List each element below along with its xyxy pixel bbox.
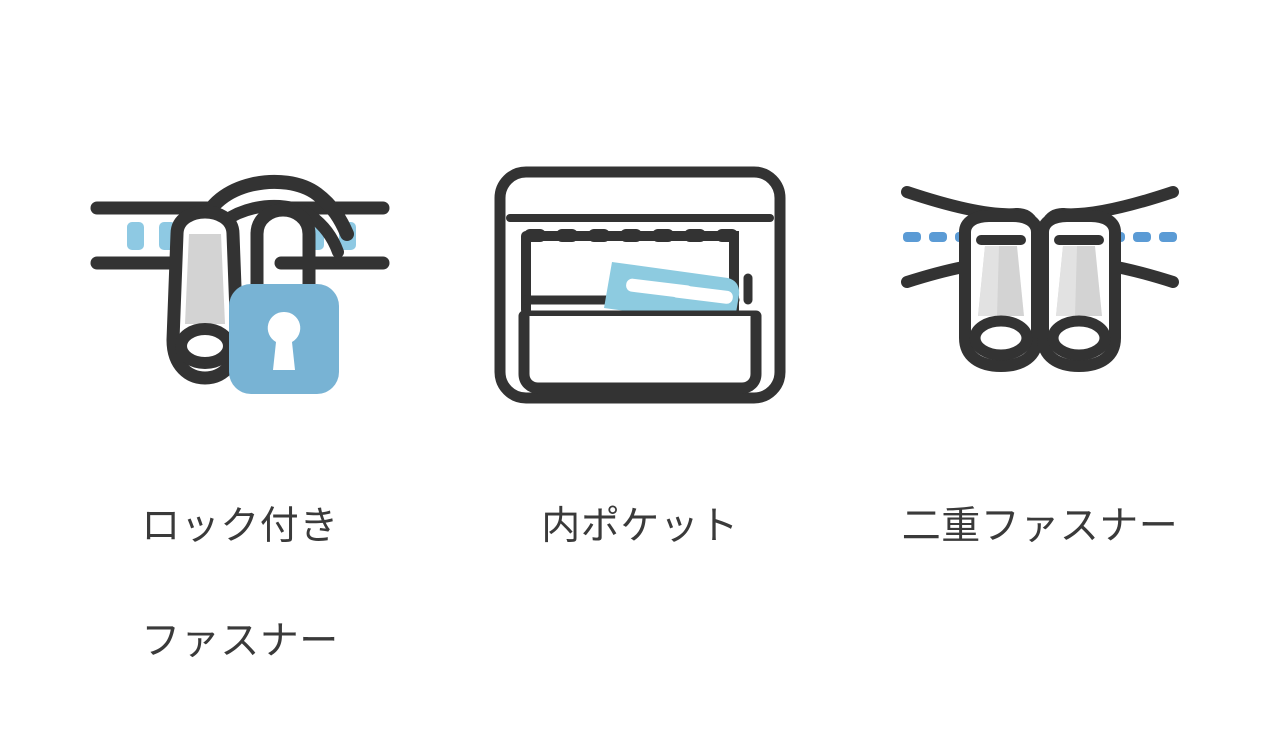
feature-item-lockable-zipper[interactable]: ロック付き ファスナー <box>40 140 440 729</box>
double-zipper-icon <box>875 140 1205 430</box>
caption-line: 内ポケット <box>541 504 739 548</box>
feature-caption-double-zipper: 二重ファスナー <box>902 440 1179 613</box>
lockable-zipper-graphic <box>90 174 390 394</box>
padlock-shackle <box>250 203 316 299</box>
zipper-slider-right <box>1037 210 1121 372</box>
feature-caption-lockable-zipper: ロック付き ファスナー <box>141 440 339 729</box>
padlock-body <box>229 284 339 394</box>
double-zipper-graphic <box>901 186 1179 372</box>
feature-item-double-zipper[interactable]: 二重ファスナー <box>840 140 1240 613</box>
caption-line: ロック付き <box>141 504 339 548</box>
caption-line: 二重ファスナー <box>901 504 1179 548</box>
inner-pocket-icon <box>475 140 805 430</box>
lockable-zipper-icon <box>75 140 405 430</box>
feature-list: ロック付き ファスナー <box>0 140 1280 729</box>
keyhole-icon <box>267 311 301 370</box>
zipper-slider-left <box>959 210 1043 372</box>
feature-item-inner-pocket[interactable]: 内ポケット <box>440 140 840 613</box>
zipper-slider-left <box>166 205 244 385</box>
zipper-teeth-left <box>127 222 176 250</box>
inner-pocket-graphic <box>494 166 786 404</box>
feature-caption-inner-pocket: 内ポケット <box>541 440 739 613</box>
card-graphic <box>604 262 740 325</box>
caption-line: ファスナー <box>141 620 339 664</box>
